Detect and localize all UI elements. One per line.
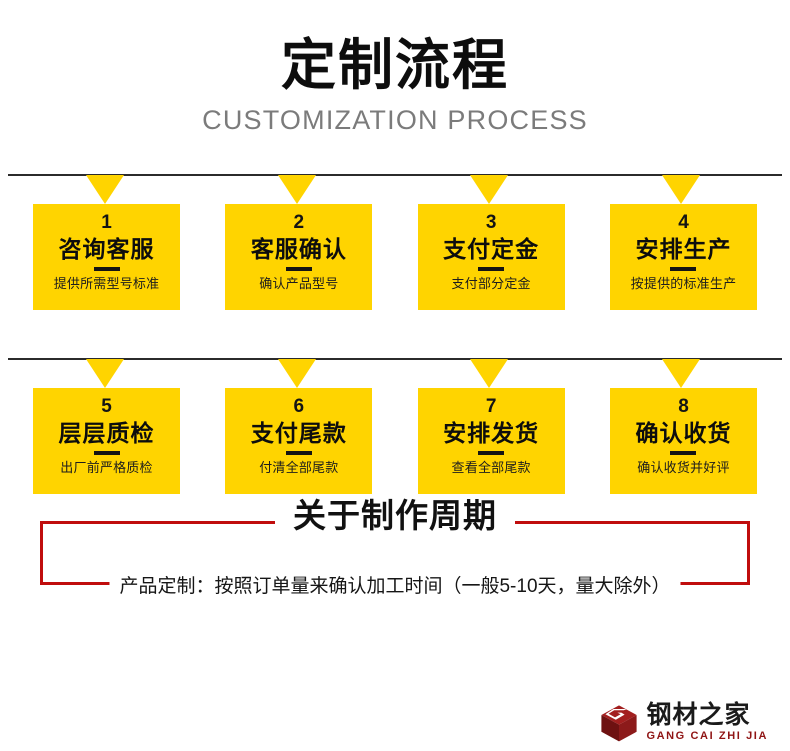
- step-divider: [285, 451, 312, 455]
- brand-footer: 钢材之家 GANG CAI ZHI JIA: [599, 702, 768, 743]
- step-divider: [670, 267, 697, 271]
- step-description: 查看全部尾款: [451, 460, 531, 475]
- process-row-2: 5 层层质检 出厂前严格质检 6 支付尾款 付清全部尾款 7 安排发货 查看全部…: [0, 358, 790, 494]
- step-card[interactable]: 2 客服确认 确认产品型号: [225, 204, 373, 310]
- step-divider: [670, 451, 697, 455]
- step-title: 安排生产: [635, 236, 732, 262]
- step-title: 安排发货: [443, 420, 540, 446]
- step-description: 提供所需型号标准: [53, 276, 160, 291]
- note-title: 关于制作周期: [275, 495, 515, 537]
- step-title: 客服确认: [250, 236, 347, 262]
- arrow-down-icon: [86, 175, 124, 204]
- step-number: 3: [485, 212, 497, 233]
- step-description: 付清全部尾款: [259, 460, 339, 475]
- page-title: 定制流程: [280, 34, 509, 96]
- step-divider: [478, 267, 505, 271]
- brand-name-en: GANG CAI ZHI JIA: [646, 730, 768, 742]
- step-description: 确认产品型号: [259, 276, 339, 291]
- arrow-down-icon: [278, 175, 316, 204]
- step-card[interactable]: 6 支付尾款 付清全部尾款: [225, 388, 373, 494]
- step-divider: [93, 451, 120, 455]
- brand-text: 钢材之家 GANG CAI ZHI JIA: [646, 702, 768, 743]
- step-card[interactable]: 7 安排发货 查看全部尾款: [417, 388, 565, 494]
- step-description: 出厂前严格质检: [60, 460, 153, 475]
- step-title: 咨询客服: [58, 236, 155, 262]
- arrow-down-icon: [470, 359, 508, 388]
- arrow-down-icon: [278, 359, 316, 388]
- arrow-down-icon: [470, 175, 508, 204]
- note-text: 产品定制：按照订单量来确认加工时间（一般5-10天，量大除外）: [109, 574, 681, 600]
- process-row-1: 1 咨询客服 提供所需型号标准 2 客服确认 确认产品型号 3 支付定金 支付部…: [0, 174, 790, 310]
- step-description: 按提供的标准生产: [630, 276, 737, 291]
- step-card[interactable]: 5 层层质检 出厂前严格质检: [33, 388, 180, 494]
- arrow-down-icon: [662, 175, 700, 204]
- arrow-strip-2: [0, 358, 790, 388]
- step-description: 确认收货并好评: [637, 460, 730, 475]
- step-description: 支付部分定金: [451, 276, 531, 291]
- step-title: 支付定金: [443, 236, 540, 262]
- cube-logo-icon: [599, 703, 639, 743]
- step-title: 支付尾款: [250, 420, 347, 446]
- step-card[interactable]: 1 咨询客服 提供所需型号标准: [33, 204, 180, 310]
- page-subtitle: CUSTOMIZATION PROCESS: [202, 105, 588, 135]
- arrow-down-icon: [86, 359, 124, 388]
- step-card[interactable]: 4 安排生产 按提供的标准生产: [609, 204, 757, 310]
- row-divider-line: [8, 358, 782, 360]
- step-divider: [93, 267, 120, 271]
- step-number: 6: [293, 396, 305, 417]
- step-number: 5: [101, 396, 112, 417]
- step-card[interactable]: 8 确认收货 确认收货并好评: [609, 388, 757, 494]
- page-header: 定制流程 CUSTOMIZATION PROCESS: [0, 0, 790, 136]
- step-number: 8: [678, 396, 689, 417]
- step-card[interactable]: 3 支付定金 支付部分定金: [417, 204, 565, 310]
- step-number: 4: [678, 212, 689, 233]
- step-card-list: 5 层层质检 出厂前严格质检 6 支付尾款 付清全部尾款 7 安排发货 查看全部…: [0, 388, 790, 494]
- step-number: 2: [293, 212, 305, 233]
- brand-name-cn: 钢材之家: [646, 701, 751, 729]
- step-divider: [285, 267, 312, 271]
- step-number: 1: [101, 212, 112, 233]
- arrow-down-icon: [662, 359, 700, 388]
- step-title: 层层质检: [58, 420, 155, 446]
- production-cycle-note: 关于制作周期 产品定制：按照订单量来确认加工时间（一般5-10天，量大除外）: [40, 495, 750, 600]
- row-divider-line: [8, 174, 782, 176]
- step-number: 7: [485, 396, 497, 417]
- step-title: 确认收货: [635, 420, 732, 446]
- step-card-list: 1 咨询客服 提供所需型号标准 2 客服确认 确认产品型号 3 支付定金 支付部…: [0, 204, 790, 310]
- arrow-strip-1: [0, 174, 790, 204]
- step-divider: [478, 451, 505, 455]
